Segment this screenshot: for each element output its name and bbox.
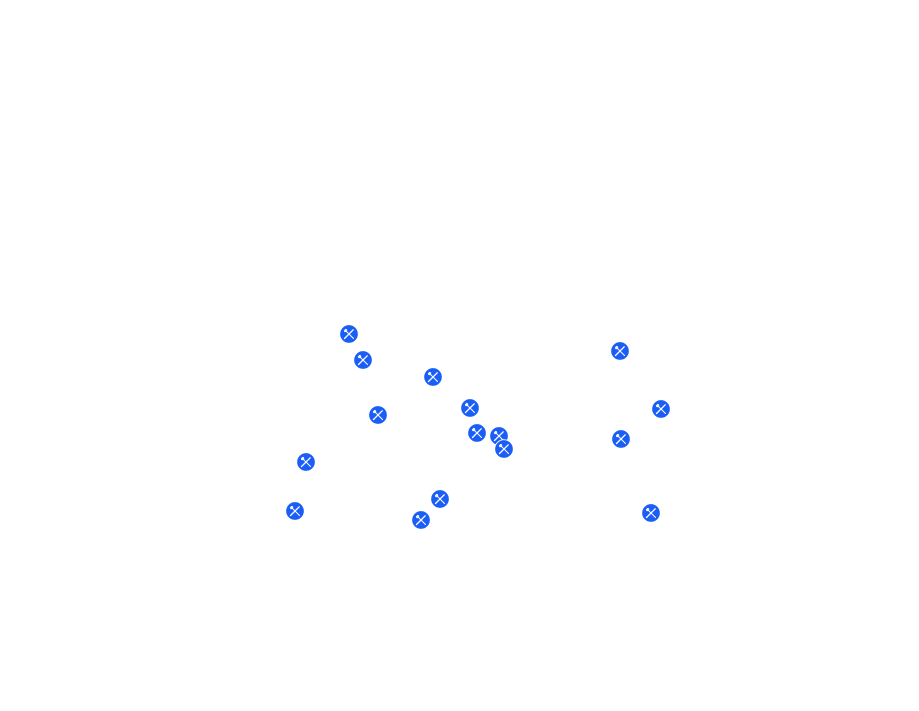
restaurant-icon <box>494 439 514 459</box>
restaurant-marker[interactable] <box>285 501 305 521</box>
restaurant-icon <box>651 399 671 419</box>
restaurant-icon <box>430 489 450 509</box>
restaurant-marker[interactable] <box>423 367 443 387</box>
restaurant-marker[interactable] <box>430 489 450 509</box>
restaurant-marker[interactable] <box>339 324 359 344</box>
restaurant-marker[interactable] <box>467 423 487 443</box>
restaurant-icon <box>460 398 480 418</box>
restaurant-marker[interactable] <box>494 439 514 459</box>
restaurant-icon <box>641 503 661 523</box>
restaurant-marker[interactable] <box>651 399 671 419</box>
restaurant-icon <box>353 350 373 370</box>
restaurant-marker[interactable] <box>411 510 431 530</box>
restaurant-marker[interactable] <box>296 452 316 472</box>
restaurant-icon <box>368 405 388 425</box>
restaurant-icon <box>285 501 305 521</box>
restaurant-marker[interactable] <box>610 341 630 361</box>
restaurant-marker[interactable] <box>368 405 388 425</box>
restaurant-marker[interactable] <box>641 503 661 523</box>
restaurant-icon <box>423 367 443 387</box>
restaurant-icon <box>296 452 316 472</box>
restaurant-marker[interactable] <box>611 429 631 449</box>
restaurant-marker[interactable] <box>460 398 480 418</box>
restaurant-marker[interactable] <box>353 350 373 370</box>
restaurant-icon <box>339 324 359 344</box>
restaurant-icon <box>611 429 631 449</box>
restaurant-icon <box>467 423 487 443</box>
restaurant-icon <box>411 510 431 530</box>
restaurant-icon <box>610 341 630 361</box>
